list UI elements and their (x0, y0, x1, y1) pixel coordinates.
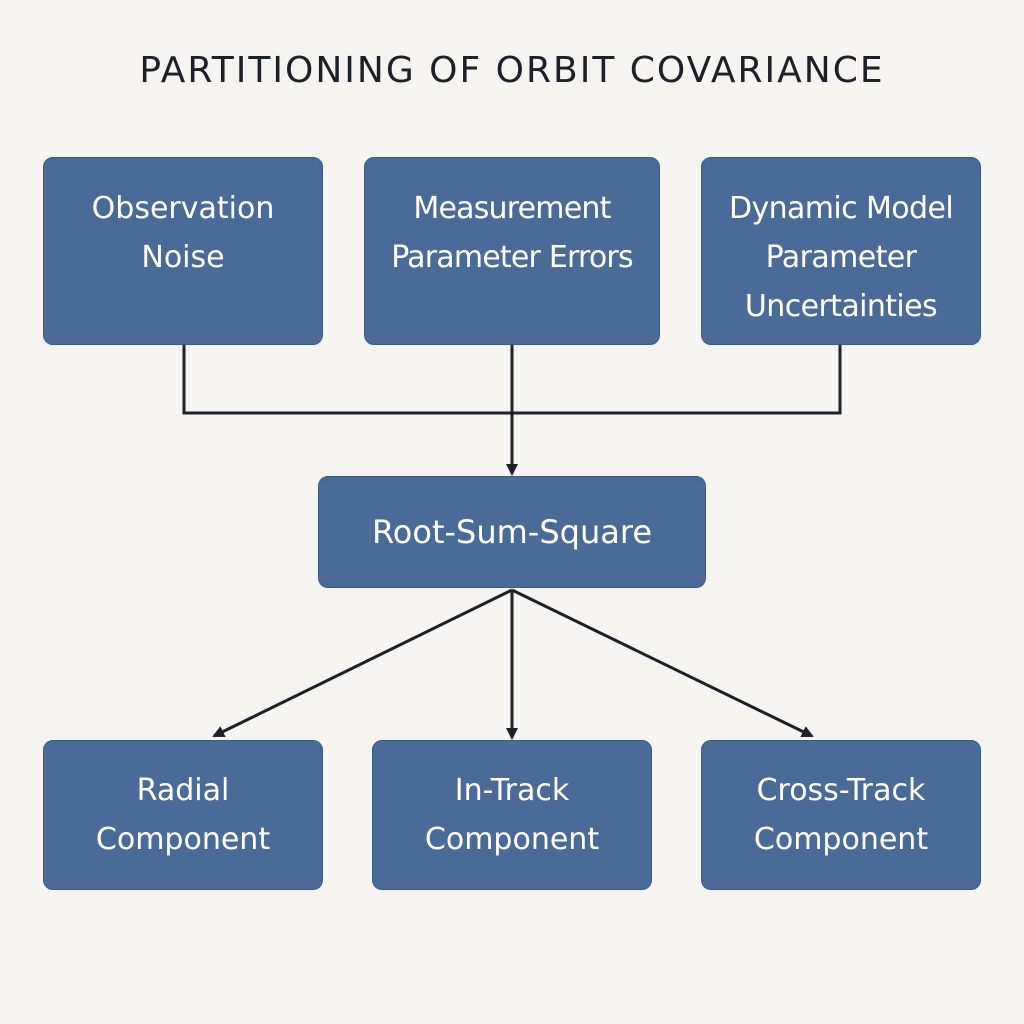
edge-combiner-to-radial-arrow (212, 588, 513, 738)
node-root-sum-square-label: Root-Sum-Square (371, 512, 652, 551)
diagram-title: PARTITIONING OF ORBIT COVARIANCE (139, 50, 885, 91)
edge-combiner-to-crosstrack-arrow (511, 588, 814, 738)
node-root-sum-square: Root-Sum-Square (318, 476, 706, 588)
